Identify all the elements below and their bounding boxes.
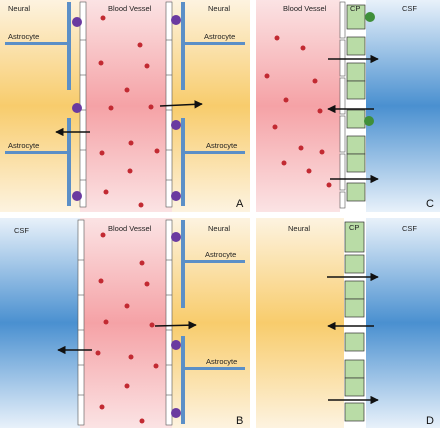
panel-d-cp-epithelium <box>344 221 365 422</box>
panel-d-cp-label: CP <box>349 223 359 232</box>
panel-c-blood-label: Blood Vessel <box>283 4 327 13</box>
panel-a-astrocyte-label: Astrocyte <box>204 32 235 41</box>
panel-c-red-blood-cells <box>264 35 332 188</box>
panel-c: Blood Vessel CP CSF C <box>256 0 440 212</box>
panel-a-neural-left-label: Neural <box>8 4 30 13</box>
panel-a-pericytes <box>72 15 181 201</box>
panel-d-neural-region <box>256 218 344 428</box>
panel-a: Neural Blood Vessel Neural Astrocyte Ast… <box>0 0 250 212</box>
panel-b-letter: B <box>236 415 243 427</box>
panel-a-red-blood-cells <box>98 15 160 208</box>
panel-b-blood-region <box>80 218 172 428</box>
panel-c-letter: C <box>426 198 434 210</box>
panel-d: Neural CP CSF D <box>256 218 440 428</box>
panel-a-blood-label: Blood Vessel <box>108 4 152 13</box>
panel-c-csf-region <box>366 0 440 212</box>
panel-c-green-markers <box>364 12 375 126</box>
panel-a-blood-region <box>80 0 172 212</box>
panel-a-efflux-arrow <box>159 100 203 109</box>
panel-b-efflux-arrow <box>154 320 197 330</box>
panel-d-csf-region <box>366 218 440 428</box>
panel-b-blood-label: Blood Vessel <box>108 224 152 233</box>
panel-a-neural-left-region <box>0 0 80 212</box>
panel-a-letter: A <box>236 198 244 210</box>
panel-d-neural-label: Neural <box>288 224 310 233</box>
panel-a-endothelium-right <box>165 1 173 208</box>
panel-a-endothelium-left <box>79 1 87 208</box>
panel-b-pericytes <box>171 232 181 418</box>
panel-b-astrocyte-label: Astrocyte <box>206 357 237 366</box>
panel-a-astrocyte-right <box>181 2 245 206</box>
panel-c-csf-label: CSF <box>402 4 417 13</box>
panel-a-astrocyte-label: Astrocyte <box>8 141 39 150</box>
panel-b-neural-label: Neural <box>208 224 230 233</box>
panel-b-red-blood-cells <box>95 232 159 424</box>
panel-b-csf-label: CSF <box>14 226 29 235</box>
panel-d-letter: D <box>426 415 434 427</box>
panel-a-astrocyte-label: Astrocyte <box>8 32 39 41</box>
panel-c-endothelium <box>339 1 346 209</box>
panel-b-csf-region <box>0 218 80 428</box>
panel-c-blood-region <box>256 0 340 212</box>
panel-b-astrocyte <box>181 220 245 424</box>
panel-b-astrocyte-label: Astrocyte <box>205 250 236 259</box>
panel-a-neural-right-label: Neural <box>208 4 230 13</box>
panel-b: CSF Blood Vessel Neural Astrocyte Astroc… <box>0 218 250 428</box>
panel-a-astrocyte-left <box>5 2 71 206</box>
panel-c-cp-label: CP <box>350 4 360 13</box>
panel-a-astrocyte-label: Astrocyte <box>206 141 237 150</box>
panel-b-endothelium-left <box>77 219 85 426</box>
panel-c-cp-epithelium <box>346 36 366 202</box>
panel-d-csf-label: CSF <box>402 224 417 233</box>
panel-b-endothelium-right <box>165 219 173 426</box>
horizontal-divider <box>0 212 440 218</box>
